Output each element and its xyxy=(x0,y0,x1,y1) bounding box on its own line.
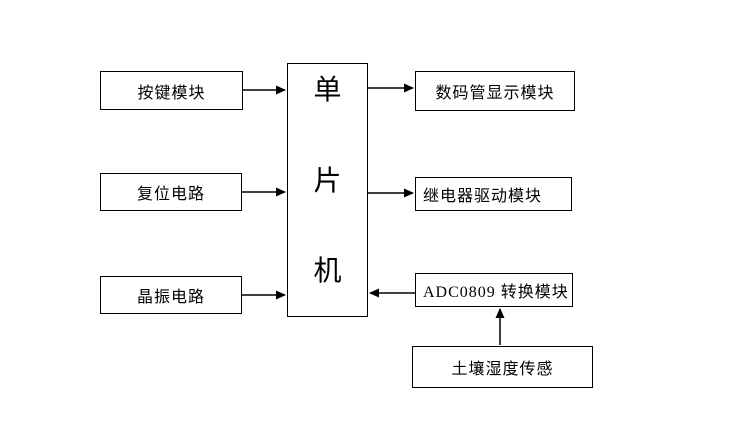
node-crystal-circuit: 晶振电路 xyxy=(100,276,242,314)
node-crystal-circuit-label: 晶振电路 xyxy=(136,289,205,306)
node-display-module-label: 数码管显示模块 xyxy=(435,85,555,102)
node-adc-module-label: ADC0809 转换模块 xyxy=(423,284,569,301)
node-button-module-label: 按键模块 xyxy=(137,84,206,102)
node-mcu: 单 片 机 xyxy=(287,63,368,317)
node-soil-sensor-label: 土壤湿度传感 xyxy=(451,361,554,378)
node-button-module: 按键模块 xyxy=(100,71,243,110)
node-soil-sensor: 土壤湿度传感 xyxy=(412,346,593,388)
node-mcu-char-3: 机 xyxy=(313,256,342,287)
node-adc-module: ADC0809 转换模块 xyxy=(415,273,573,307)
node-relay-module-label: 继电器驱动模块 xyxy=(423,188,543,205)
node-reset-circuit: 复位电路 xyxy=(100,173,242,211)
node-reset-circuit-label: 复位电路 xyxy=(136,186,205,203)
node-mcu-char-1: 单 xyxy=(313,75,342,106)
node-display-module: 数码管显示模块 xyxy=(415,71,575,111)
node-relay-module: 继电器驱动模块 xyxy=(415,177,572,211)
node-mcu-char-2: 片 xyxy=(313,165,342,197)
